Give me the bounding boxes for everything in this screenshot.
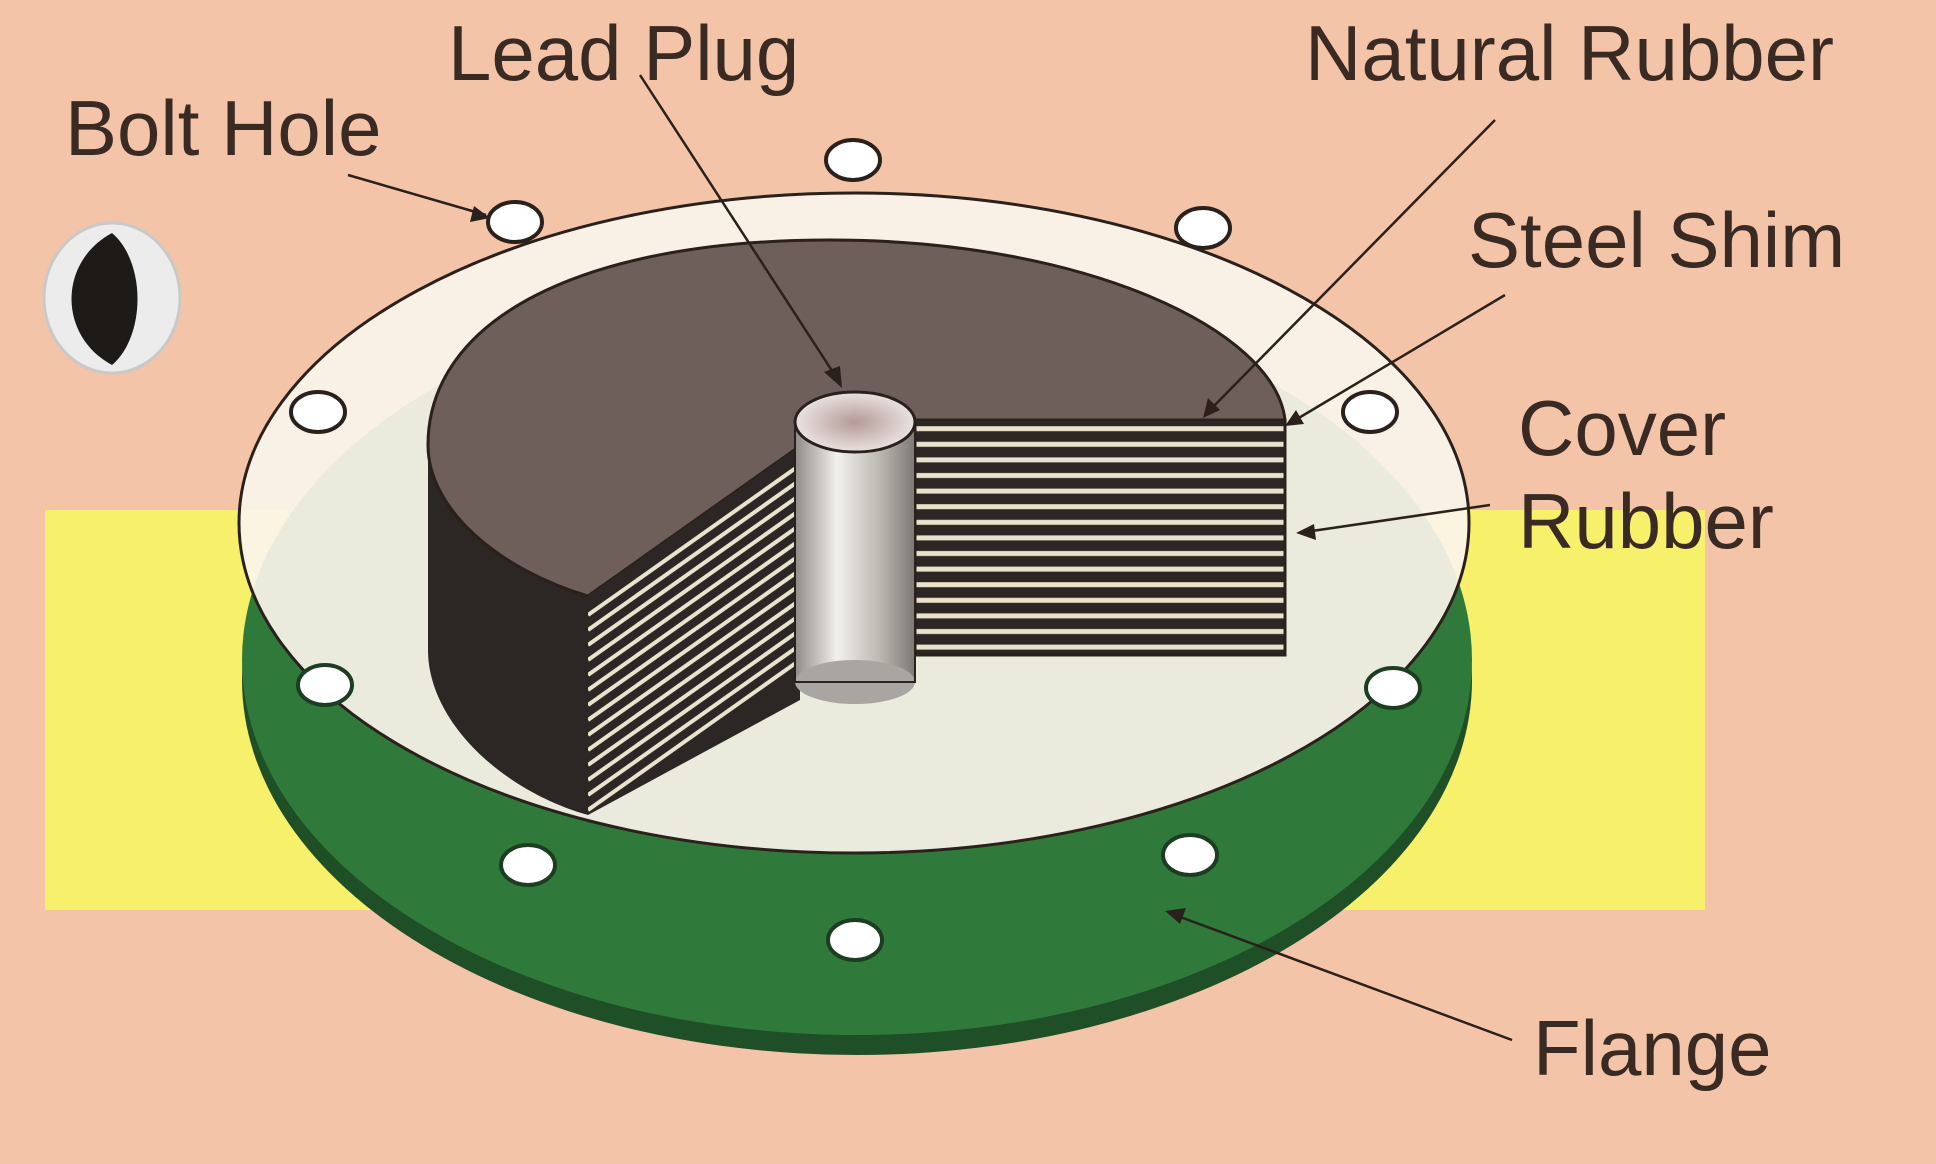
rubber-right-cut-face bbox=[913, 418, 1287, 657]
arrowhead-icon bbox=[470, 206, 490, 222]
rubber-bearing bbox=[426, 238, 1287, 815]
label-natural-rubber: Natural Rubber bbox=[1305, 9, 1834, 97]
bolt-holes-top bbox=[289, 138, 1399, 434]
leader-natural-rubber bbox=[1209, 119, 1496, 411]
arrowhead-icon bbox=[1165, 908, 1186, 924]
label-lead-plug: Lead Plug bbox=[448, 9, 799, 97]
lead-plug bbox=[793, 390, 917, 704]
bolt-hole-icon bbox=[1161, 833, 1219, 877]
arrowhead-icon bbox=[1296, 524, 1316, 540]
leader-steel-shim bbox=[1291, 293, 1506, 424]
label-cover-rubber-line2: Rubber bbox=[1518, 477, 1774, 565]
label-cover-rubber-line1: Cover bbox=[1518, 384, 1726, 472]
bolt-hole-icon bbox=[826, 918, 884, 962]
leader-lead-plug bbox=[638, 74, 840, 381]
rubber-outer-wall bbox=[428, 445, 588, 815]
bolt-hole-icon bbox=[289, 390, 347, 434]
leader-arrowheads bbox=[470, 206, 1316, 924]
bolt-hole-icon bbox=[1174, 206, 1232, 250]
arrowhead-icon bbox=[824, 366, 842, 388]
bolt-hole-icon bbox=[1341, 390, 1399, 434]
arrowhead-icon bbox=[1203, 398, 1220, 418]
leader-flange bbox=[1174, 913, 1513, 1042]
steel-shims-left bbox=[588, 463, 800, 812]
binder-hole-icon bbox=[42, 221, 182, 375]
bolt-hole-icon bbox=[296, 663, 354, 707]
bolt-hole-icon bbox=[486, 200, 544, 244]
bolt-hole-icon bbox=[499, 843, 557, 887]
arrowhead-icon bbox=[1285, 410, 1304, 426]
bolt-hole-icon bbox=[824, 138, 882, 182]
leader-cover-rubber bbox=[1304, 503, 1491, 534]
label-flange: Flange bbox=[1533, 1004, 1772, 1092]
bolt-holes-flange bbox=[296, 663, 1422, 962]
label-steel-shim: Steel Shim bbox=[1468, 196, 1845, 284]
label-bolt-hole: Bolt Hole bbox=[65, 84, 382, 172]
leader-lines bbox=[347, 74, 1513, 1042]
leader-bolt-hole bbox=[347, 173, 487, 217]
bolt-hole-icon bbox=[1364, 666, 1422, 710]
